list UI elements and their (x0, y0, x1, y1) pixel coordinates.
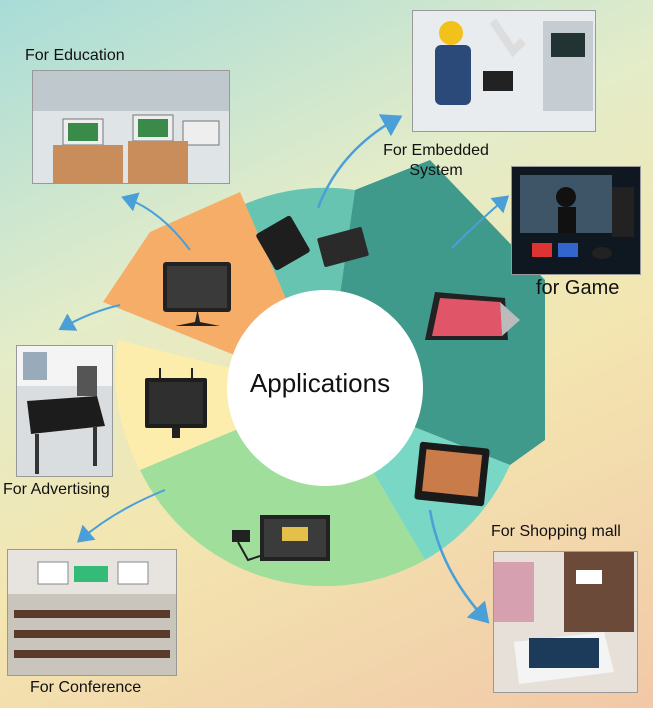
advertising-photo (16, 345, 113, 477)
label-education: For Education (25, 47, 125, 64)
label-advertising: For Advertising (3, 481, 110, 498)
shopping-photo (493, 551, 638, 693)
photo-frame-icon (414, 441, 490, 507)
label-shopping: For Shopping mall (491, 523, 621, 540)
arrow-shopping (428, 509, 490, 624)
label-game: for Game (536, 277, 620, 299)
lcd-kit-icon (232, 515, 330, 562)
arrow-conference (76, 489, 166, 543)
tablet-icon (256, 215, 310, 271)
segment-advertising (115, 340, 326, 470)
controller-board-icon (317, 227, 369, 267)
label-conference: For Conference (30, 679, 142, 696)
arrow-embedded (316, 114, 403, 209)
conference-photo (7, 549, 177, 676)
arrow-education (121, 192, 191, 251)
game-photo (511, 166, 641, 275)
portable-monitor-icon (425, 292, 520, 340)
embedded-photo (412, 10, 596, 132)
monitor-stand-icon (163, 262, 231, 326)
education-photo (32, 70, 230, 184)
center-title: Applications (249, 368, 391, 398)
arrow-game (451, 195, 510, 249)
label-embedded: For Embedded System (383, 142, 489, 179)
center-circle (227, 290, 423, 486)
arrow-advertising (58, 304, 121, 331)
touch-panel-icon (145, 368, 207, 438)
